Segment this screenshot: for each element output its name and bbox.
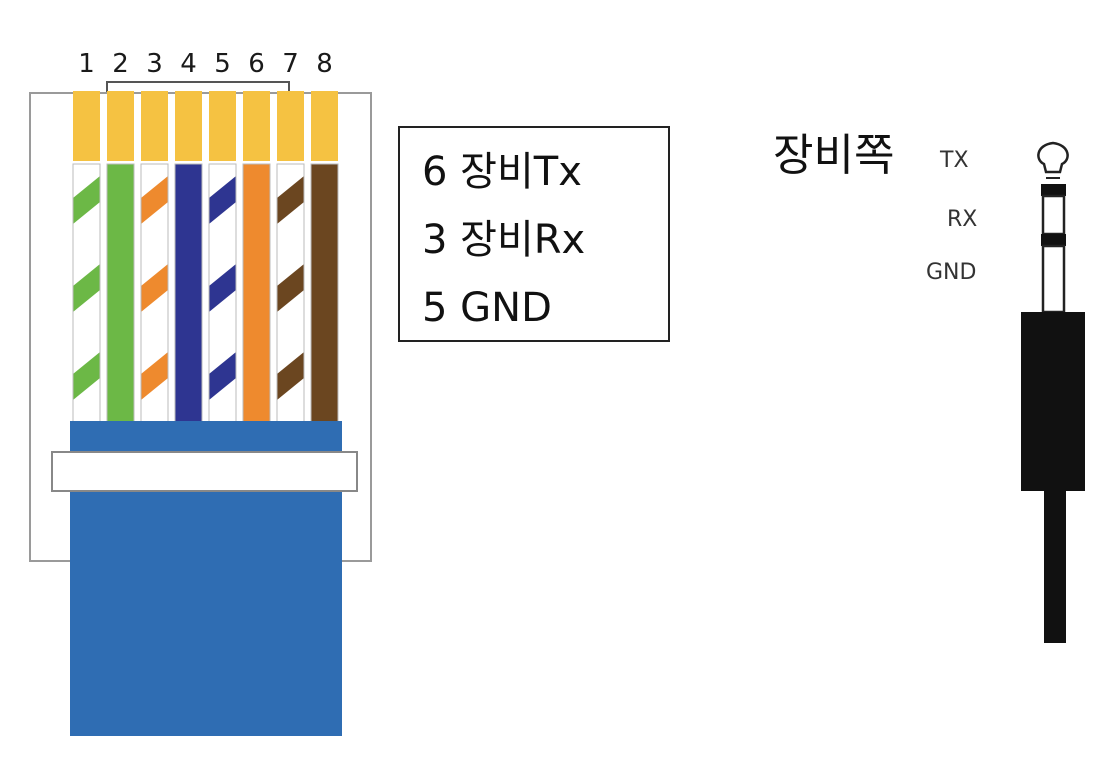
contact-pin-5: [209, 91, 236, 161]
trs-audio-jack: [1021, 141, 1085, 643]
legend-gnd-line: 5 GND: [422, 285, 552, 331]
wire-pin-4: [174, 163, 203, 423]
locking-clip: [51, 451, 358, 492]
jack-ring-band-2: [1041, 234, 1066, 246]
contact-pin-7: [277, 91, 304, 161]
pin-number-7: 7: [282, 49, 299, 79]
contact-pin-1: [73, 91, 100, 161]
jack-tx-label: TX: [940, 148, 969, 173]
jack-tip: [1037, 141, 1069, 174]
pin-number-3: 3: [146, 49, 163, 79]
jack-title: 장비쪽: [773, 130, 895, 181]
wire-pin-2: [106, 163, 135, 423]
jack-ring: [1041, 194, 1066, 236]
legend-tx-line: 6 장비Tx: [422, 149, 582, 195]
wire-strands: [72, 163, 339, 423]
pin-number-8: 8: [316, 49, 333, 79]
jack-body: [1021, 312, 1085, 491]
wire-pin-3: [140, 163, 169, 423]
jack-ring-band-1: [1041, 184, 1066, 196]
pin-number-2: 2: [112, 49, 129, 79]
contact-pin-4: [175, 91, 202, 161]
contact-pin-2: [107, 91, 134, 161]
pin-number-1: 1: [78, 49, 95, 79]
wire-pin-6: [242, 163, 271, 423]
jack-cable: [1044, 491, 1066, 643]
pin-number-5: 5: [214, 49, 231, 79]
contact-pin-3: [141, 91, 168, 161]
wire-pin-8: [310, 163, 339, 423]
pin-number-4: 4: [180, 49, 197, 79]
jack-rx-label: RX: [947, 207, 978, 232]
jack-gnd-label: GND: [926, 260, 977, 285]
legend-rx-line: 3 장비Rx: [422, 217, 586, 263]
wire-pin-7: [276, 163, 305, 423]
contact-pin-8: [311, 91, 338, 161]
jack-sleeve: [1041, 244, 1066, 314]
gold-contacts: [73, 91, 338, 161]
wire-pin-1: [72, 163, 101, 423]
pin-number-6: 6: [248, 49, 265, 79]
contact-pin-6: [243, 91, 270, 161]
pin-legend-box: 6 장비Tx 3 장비Rx 5 GND: [398, 126, 670, 342]
cable-boot: [70, 488, 342, 736]
wire-pin-5: [208, 163, 237, 423]
pin-pair-bracket: [106, 81, 290, 92]
